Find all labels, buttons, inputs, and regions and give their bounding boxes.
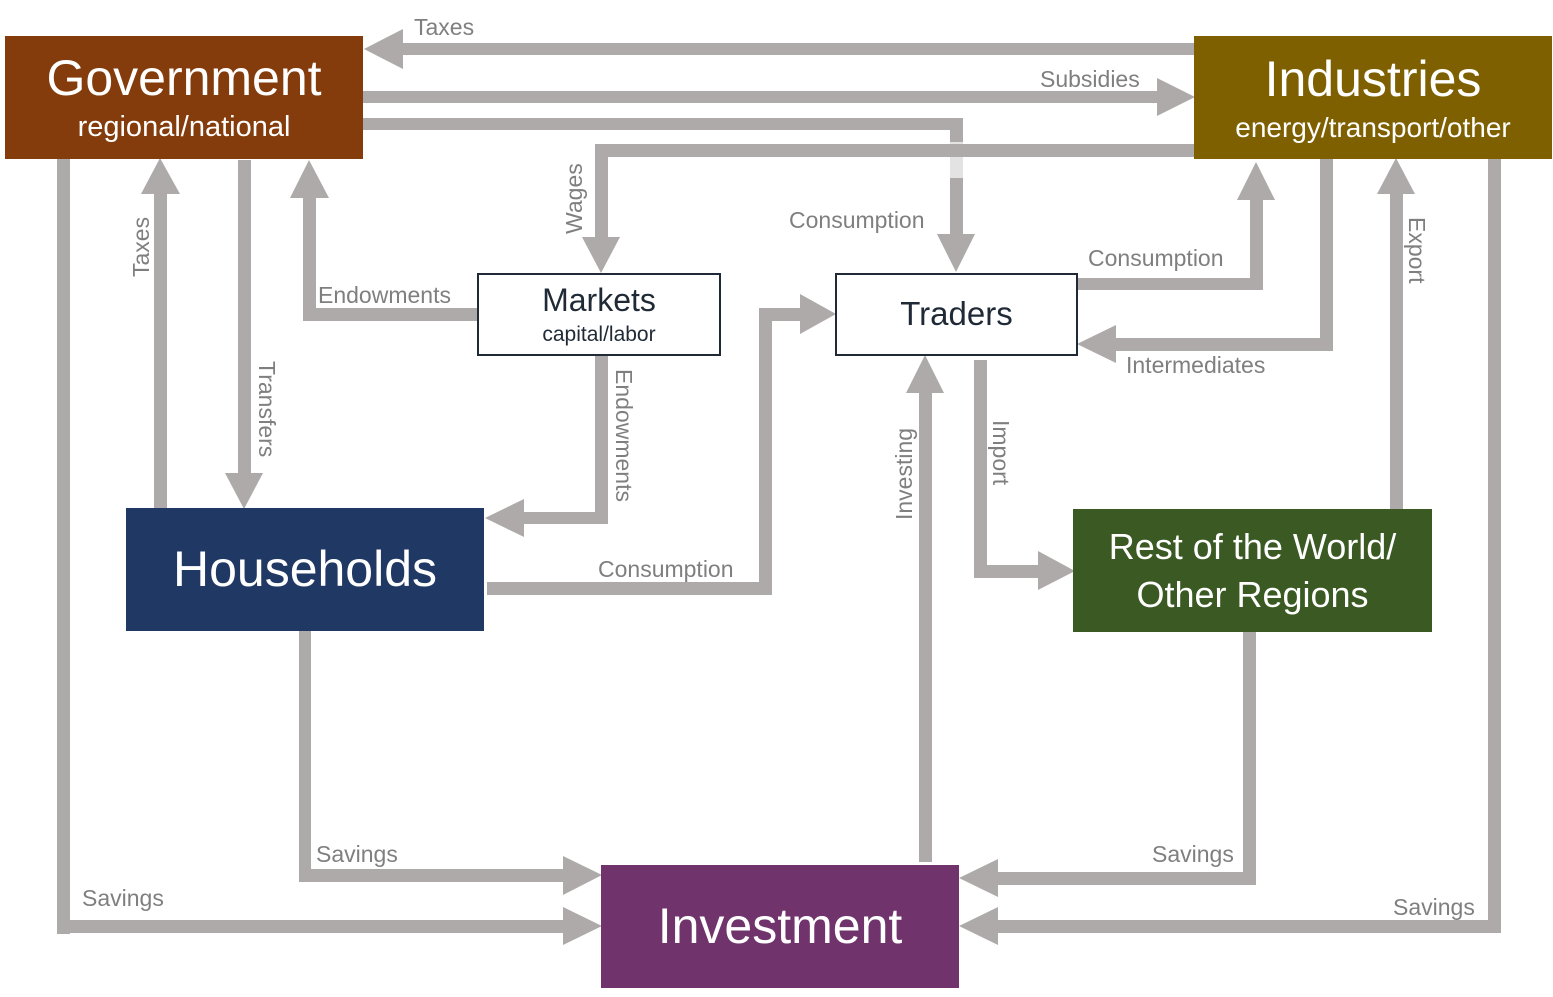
flow-arrow-consumption-government-traders xyxy=(363,118,975,272)
flow-arrow-export-row-industries xyxy=(1377,158,1415,510)
label-taxes-households-government: Taxes xyxy=(128,216,154,277)
label-savings-industries-investment: Savings xyxy=(1393,894,1475,920)
node-households: Households xyxy=(126,508,484,631)
flow-arrow-savings-row-investment xyxy=(959,630,1256,897)
flow-arrow-transfers-government-households xyxy=(225,160,263,509)
label-export: Export xyxy=(1404,217,1430,284)
flow-arrow-savings-government-investment xyxy=(57,158,602,945)
label-consumption-traders-industries: Consumption xyxy=(1088,245,1224,271)
label-investing: Investing xyxy=(891,427,917,520)
node-markets-subtitle: capital/labor xyxy=(542,322,656,346)
node-investment-title: Investment xyxy=(657,898,903,954)
label-consumption-households-traders: Consumption xyxy=(598,556,734,582)
node-households-title: Households xyxy=(172,541,438,597)
flow-arrow-endowments-markets-households xyxy=(485,354,608,537)
node-traders: Traders xyxy=(835,273,1078,356)
flow-arrow-import-traders-row xyxy=(974,360,1075,590)
label-endowments-markets-households: Endowments xyxy=(611,369,637,502)
label-transfers: Transfers xyxy=(254,361,280,458)
node-government: Government regional/national xyxy=(5,36,363,159)
label-savings-households-investment: Savings xyxy=(316,841,398,867)
flow-arrow-wages-industries-markets xyxy=(582,144,1195,273)
flow-arrow-consumption-households-traders xyxy=(487,294,836,595)
label-taxes-industries-government: Taxes xyxy=(414,14,475,40)
node-investment: Investment xyxy=(601,865,959,988)
label-endowments-markets-government: Endowments xyxy=(318,282,451,308)
flow-arrow-taxes-households-government xyxy=(141,158,180,508)
node-traders-title: Traders xyxy=(900,295,1013,333)
node-rest-of-world-line1: Rest of the World/ xyxy=(1108,525,1397,567)
flow-arrow-subsidies-government-industries xyxy=(363,78,1195,116)
label-import: Import xyxy=(988,420,1014,486)
node-rest-of-world-line2: Other Regions xyxy=(1136,573,1369,615)
label-savings-row-investment: Savings xyxy=(1152,841,1234,867)
label-consumption-government-traders: Consumption xyxy=(789,207,925,233)
node-markets: Markets capital/labor xyxy=(477,273,721,356)
flow-arrow-intermediates-industries-traders xyxy=(1077,158,1333,363)
flow-arrow-savings-industries-investment xyxy=(959,158,1501,945)
node-government-subtitle: regional/national xyxy=(77,111,291,144)
label-wages: Wages xyxy=(561,163,587,234)
node-industries-subtitle: energy/transport/other xyxy=(1235,111,1511,143)
flow-arrow-investing-investment-traders xyxy=(906,355,944,862)
node-industries: Industries energy/transport/other xyxy=(1194,36,1552,159)
flow-arrow-savings-households-investment xyxy=(299,630,602,895)
node-government-title: Government xyxy=(46,50,322,107)
node-industries-title: Industries xyxy=(1264,50,1482,107)
node-markets-title: Markets xyxy=(542,282,656,319)
label-savings-government-investment: Savings xyxy=(82,885,164,911)
flow-arrow-endowments-markets-government xyxy=(290,160,482,321)
node-rest-of-world: Rest of the World/ Other Regions xyxy=(1073,509,1432,632)
flow-arrow-consumption-traders-industries xyxy=(1077,162,1275,290)
label-subsidies: Subsidies xyxy=(1040,66,1140,92)
label-intermediates: Intermediates xyxy=(1126,352,1266,378)
flow-arrow-taxes-industries-government xyxy=(364,29,1195,69)
